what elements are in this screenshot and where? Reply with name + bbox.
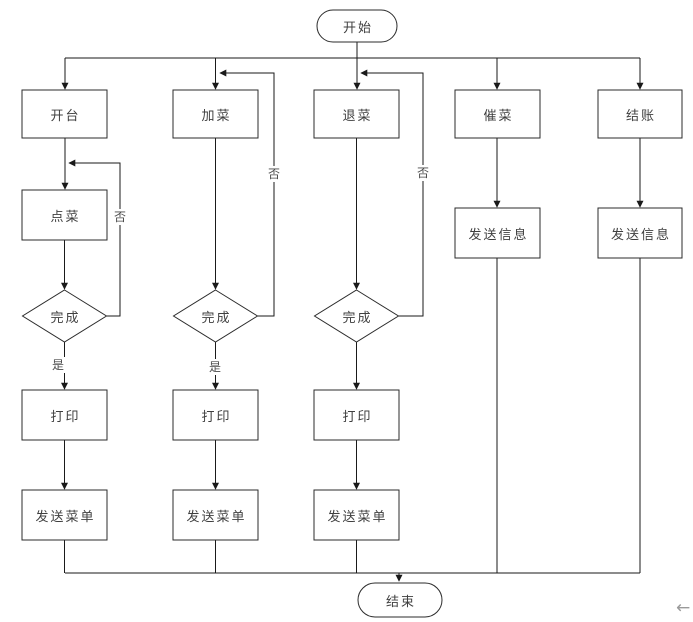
shape-complete-return-diamond — [313, 289, 400, 343]
shape-send-info-checkout — [597, 207, 683, 259]
shape-checkout — [597, 89, 683, 139]
edge-loop-no-add — [219, 69, 275, 317]
shape-send-info-urge — [454, 207, 541, 259]
shape-print-return — [313, 389, 400, 441]
shape-print-add — [172, 389, 259, 441]
shape-send-menu-open — [21, 489, 108, 541]
shape-order-dish — [21, 189, 108, 241]
edge-loop-no-open — [68, 159, 121, 317]
shape-complete-open-diamond — [21, 289, 108, 343]
shape-open-table — [21, 89, 108, 139]
edge-loop-no-return — [360, 69, 424, 317]
shape-urge-dish — [454, 89, 541, 139]
shape-start-terminator — [316, 9, 398, 43]
shape-complete-add-diamond — [172, 289, 259, 343]
shape-end-terminator — [357, 582, 443, 618]
shape-add-dish — [172, 89, 259, 139]
shape-print-open — [21, 389, 108, 441]
shape-send-menu-return — [313, 489, 400, 541]
shape-return-dish — [313, 89, 400, 139]
back-arrow-icon: ← — [676, 598, 691, 618]
shape-send-menu-add — [172, 489, 259, 541]
